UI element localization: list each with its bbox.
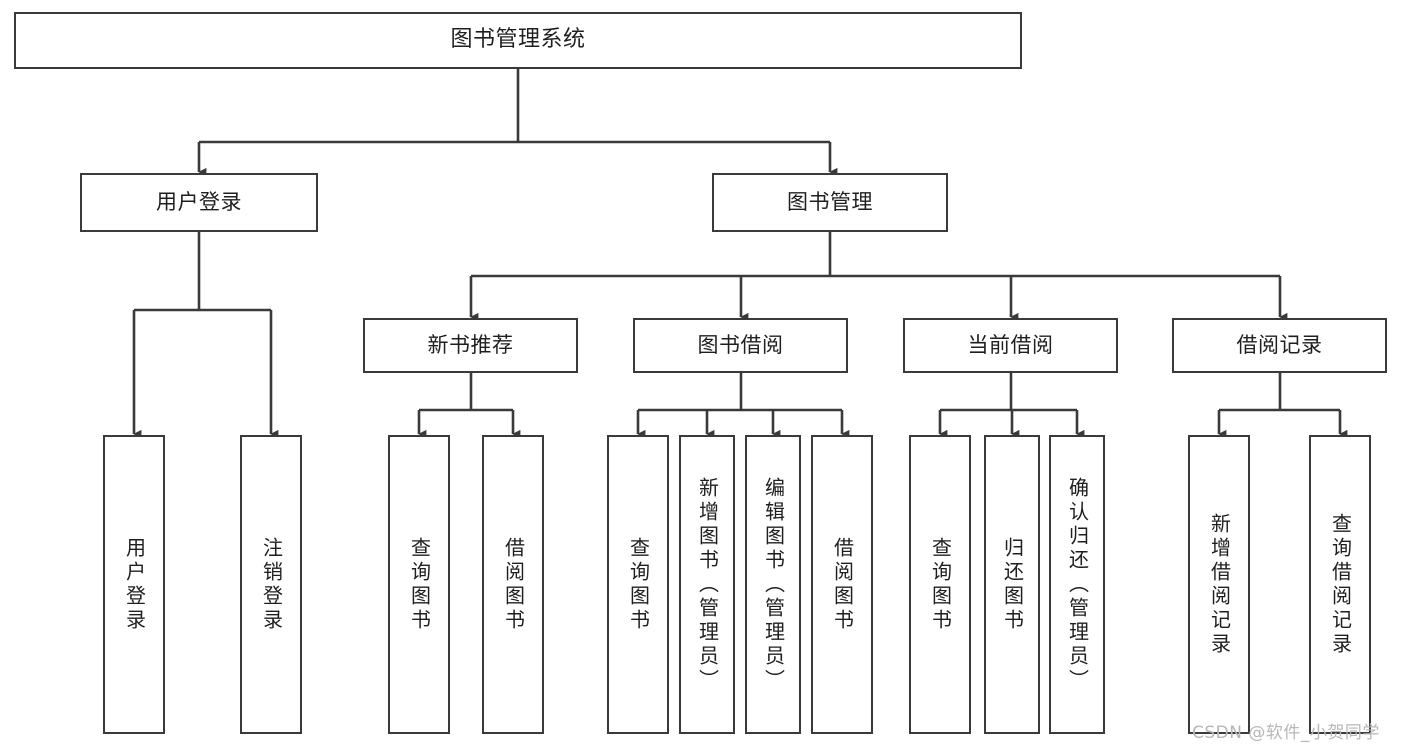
node-leaf-user-login[interactable]: 用户登录: [103, 435, 165, 734]
node-leaf-confirm-return[interactable]: 确认归还（管理员）: [1049, 435, 1105, 734]
node-user-login[interactable]: 用户登录: [80, 173, 318, 232]
node-label: 注销登录: [259, 536, 284, 633]
node-label: 图书管理系统: [450, 27, 586, 53]
node-book-manage[interactable]: 图书管理: [712, 173, 948, 232]
node-new-book-rec[interactable]: 新书推荐: [363, 318, 578, 373]
node-leaf-query-book-1[interactable]: 查询图书: [388, 435, 450, 734]
node-label: 用户登录: [122, 536, 147, 633]
node-leaf-borrow-book-2[interactable]: 借阅图书: [811, 435, 873, 734]
node-label: 确认归还（管理员）: [1065, 476, 1090, 693]
node-leaf-query-book-2[interactable]: 查询图书: [607, 435, 669, 734]
node-label: 新书推荐: [427, 332, 514, 357]
node-label: 图书借阅: [697, 332, 784, 357]
node-leaf-user-logout[interactable]: 注销登录: [240, 435, 302, 734]
node-label: 用户登录: [156, 189, 242, 214]
csdn-watermark: CSDN @软件_小贺同学: [1192, 723, 1380, 743]
node-label: 查询借阅记录: [1328, 512, 1353, 657]
node-label: 图书管理: [787, 189, 873, 214]
node-label: 当前借阅: [967, 332, 1054, 357]
node-leaf-borrow-book-1[interactable]: 借阅图书: [482, 435, 544, 734]
node-label: 新增借阅记录: [1207, 512, 1232, 657]
node-leaf-query-book-3[interactable]: 查询图书: [909, 435, 971, 734]
node-label: 借阅图书: [830, 536, 855, 633]
node-leaf-edit-book[interactable]: 编辑图书（管理员）: [745, 435, 801, 734]
node-label: 查询图书: [407, 536, 432, 633]
node-label: 查询图书: [928, 536, 953, 633]
node-label: 查询图书: [626, 536, 651, 633]
node-current-borrow[interactable]: 当前借阅: [903, 318, 1118, 373]
node-label: 编辑图书（管理员）: [761, 476, 786, 693]
node-label: 借阅记录: [1236, 332, 1323, 357]
node-label: 归还图书: [1000, 536, 1025, 633]
node-label: 借阅图书: [501, 536, 526, 633]
node-leaf-return-book[interactable]: 归还图书: [984, 435, 1040, 734]
node-root[interactable]: 图书管理系统: [14, 12, 1022, 69]
node-borrow-record[interactable]: 借阅记录: [1172, 318, 1387, 373]
node-book-borrow[interactable]: 图书借阅: [633, 318, 848, 373]
node-leaf-add-book[interactable]: 新增图书（管理员）: [679, 435, 735, 734]
node-leaf-query-record[interactable]: 查询借阅记录: [1309, 435, 1371, 734]
node-label: 新增图书（管理员）: [695, 476, 720, 693]
node-leaf-add-record[interactable]: 新增借阅记录: [1188, 435, 1250, 734]
